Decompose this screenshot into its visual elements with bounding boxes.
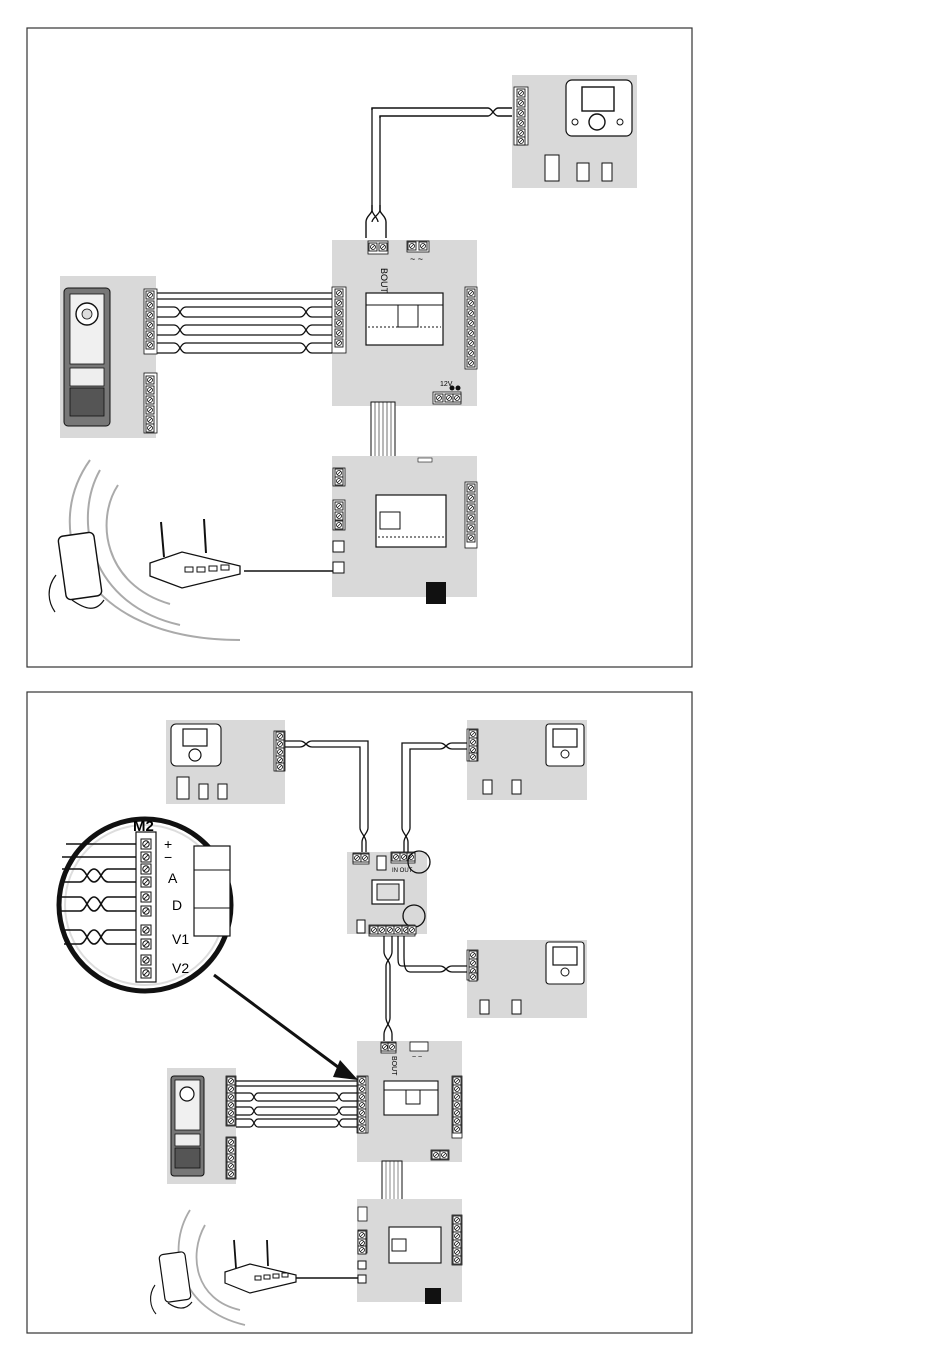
zoom-title: M2 [133,818,154,835]
distributor-2: IN OUT [347,851,430,936]
internal-unit-1 [512,75,637,188]
dip-block [426,582,446,604]
flat-cable-1 [371,402,395,460]
zoom-label-d: D [172,897,182,913]
internal-unit-2a [166,720,285,804]
bout-label-2: BOUT [390,1056,397,1076]
entrance-panel-2 [167,1068,236,1184]
zoom-label-minus: − [164,849,172,865]
in-out-label: IN OUT [392,868,413,874]
zoom-label-v2: V2 [172,960,189,976]
ac-label-2: ~ ~ [412,1054,422,1061]
video-monitor-2b [467,940,587,1018]
internal-unit-terminals [514,87,528,145]
diagram-1: BOUT ~ ~ 12V [27,28,692,667]
zoom-label-a: A [168,870,178,886]
power-supply-2: BOUT ~ ~ [357,1041,462,1162]
gateway-module-2 [357,1199,462,1304]
video-monitor-2a [467,720,587,800]
flat-cable-2 [382,1161,402,1203]
power-supply-1: BOUT ~ ~ 12V [332,240,477,406]
zoom-label-v1: V1 [172,931,189,947]
entrance-panel-1 [60,276,157,438]
gateway-module-1 [332,456,477,604]
handset-device [566,80,632,136]
diagram-2: IN OUT BOUT ~ ~ [27,692,692,1333]
ac-label: ~ ~ [410,254,423,264]
bout-label: BOUT [379,268,389,294]
